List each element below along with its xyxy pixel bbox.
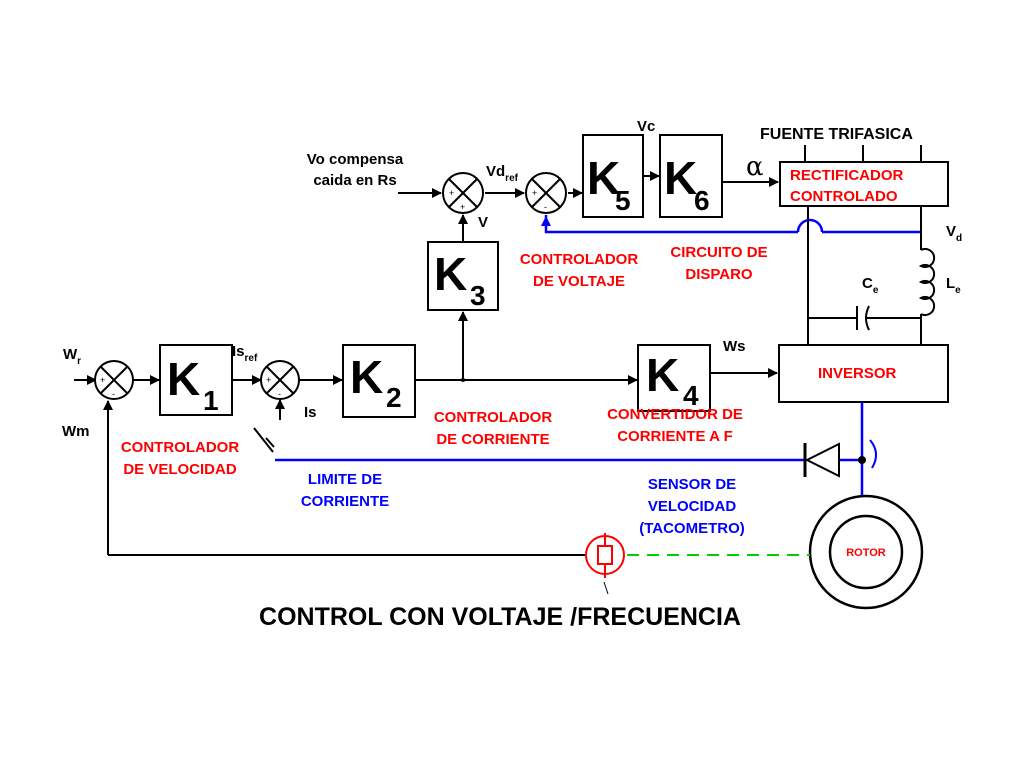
block-k1: K 1 — [159, 344, 233, 416]
svg-text:3: 3 — [470, 280, 486, 311]
svg-text:6: 6 — [694, 185, 710, 216]
ctrl-voltaje-label: CONTROLADOR — [520, 251, 638, 268]
vo-compensa-label-2: caida en Rs — [313, 172, 396, 189]
is-ref-label: Isref — [232, 343, 258, 364]
circuito-disparo-label: CIRCUITO DE — [670, 244, 767, 261]
sensor-label: SENSOR DE — [648, 476, 736, 493]
limite-label-2: CORRIENTE — [301, 493, 389, 510]
svg-text:K: K — [587, 152, 620, 204]
vd-crossover — [796, 218, 824, 233]
v-label: V — [478, 214, 488, 231]
block-rectificador: RECTIFICADOR CONTROLADO — [779, 161, 949, 207]
block-inversor: INVERSOR — [778, 344, 949, 403]
diode — [803, 442, 840, 478]
svg-text:K: K — [350, 351, 383, 403]
svg-text:+: + — [100, 375, 105, 385]
vc-label: Vc — [637, 118, 655, 135]
convertidor-label: CONVERTIDOR DE — [607, 406, 743, 423]
svg-text:+: + — [532, 188, 537, 198]
ctrl-velocidad-label-2: DE VELOCIDAD — [123, 461, 237, 478]
svg-text:CONTROLADO: CONTROLADO — [790, 188, 898, 205]
ctrl-corriente-label: CONTROLADOR — [434, 409, 552, 426]
vd-ref-label: Vdref — [486, 163, 519, 184]
svg-text:K: K — [167, 353, 200, 405]
motor: ROTOR — [808, 494, 924, 610]
sensor-label-3: (TACOMETRO) — [639, 520, 745, 537]
alpha-label: α — [746, 152, 764, 182]
branch-dot — [461, 378, 465, 382]
ce-label: Ce — [862, 275, 879, 296]
vo-compensa-label: Vo compensa — [307, 151, 404, 168]
svg-text:+: + — [266, 375, 271, 385]
svg-text:-: - — [544, 202, 547, 212]
wm-label: Wm — [62, 423, 90, 440]
limit-tick — [265, 437, 275, 448]
ws-label: Ws — [723, 338, 746, 355]
svg-text:+: + — [460, 202, 465, 212]
svg-text:RECTIFICADOR: RECTIFICADOR — [790, 167, 903, 184]
le-label: Le — [946, 275, 961, 296]
svg-text:K: K — [434, 248, 467, 300]
svg-text:+: + — [449, 188, 454, 198]
svg-text:ROTOR: ROTOR — [846, 547, 886, 559]
svg-text:-: - — [278, 389, 281, 399]
diagram-title: CONTROL CON VOLTAJE /FRECUENCIA — [259, 603, 741, 631]
sum-junction-speed: + - — [94, 360, 134, 400]
vd-label: Vd — [946, 223, 962, 244]
sum-junction-vd: + - — [525, 172, 567, 214]
block-k6: K 6 — [659, 134, 723, 218]
wr-label: Wr — [63, 346, 81, 367]
block-k3: K 3 — [427, 241, 499, 311]
ctrl-voltaje-label-2: DE VOLTAJE — [533, 273, 625, 290]
svg-text:-: - — [112, 389, 115, 399]
block-k4: K 4 — [637, 344, 711, 412]
inductor-le — [918, 248, 936, 316]
svg-text:4: 4 — [683, 380, 699, 411]
block-k5: K 5 — [582, 134, 644, 218]
svg-text:INVERSOR: INVERSOR — [818, 365, 897, 382]
limit-slash — [253, 427, 274, 453]
circuito-disparo-label-2: DISPARO — [685, 266, 753, 283]
svg-text:K: K — [646, 349, 679, 401]
ctrl-corriente-label-2: DE CORRIENTE — [436, 431, 549, 448]
vd-feedback-arrow — [541, 216, 551, 226]
convertidor-label-2: CORRIENTE A F — [617, 428, 733, 445]
current-sensor-clamp — [869, 439, 877, 469]
svg-text:K: K — [664, 152, 697, 204]
limite-label: LIMITE DE — [308, 471, 382, 488]
fuente-trifasica-label: FUENTE TRIFASICA — [760, 126, 913, 143]
svg-text:2: 2 — [386, 382, 402, 413]
sensor-label-2: VELOCIDAD — [648, 498, 737, 515]
svg-text:1: 1 — [203, 385, 219, 416]
is-label: Is — [304, 404, 317, 421]
sum-junction-voltage: + + — [442, 172, 484, 214]
sum-junction-current: + - — [260, 360, 300, 400]
tachometer — [585, 533, 625, 595]
svg-text:5: 5 — [615, 185, 631, 216]
sensor-dot — [858, 456, 866, 464]
block-k2: K 2 — [342, 344, 416, 418]
ctrl-velocidad-label: CONTROLADOR — [121, 439, 239, 456]
